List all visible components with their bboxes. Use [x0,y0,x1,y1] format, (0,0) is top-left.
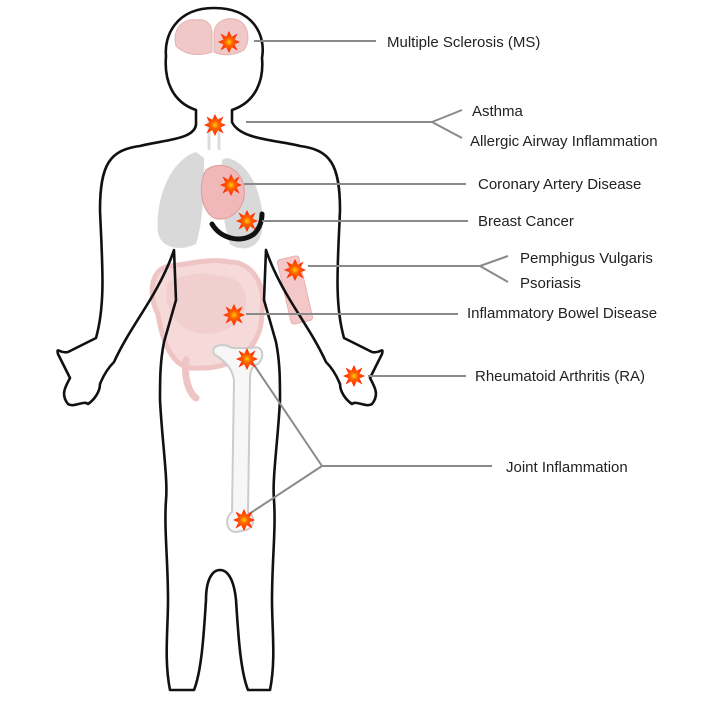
marker-breast [236,210,258,232]
label-psoriasis: Psoriasis [520,275,581,292]
brain-icon [175,19,248,55]
label-joint-inflammation: Joint Inflammation [506,459,628,476]
leader-psoriasis-branch [480,266,508,282]
label-multiple-sclerosis: Multiple Sclerosis (MS) [387,34,540,51]
labels: Multiple Sclerosis (MS) Asthma Allergic … [387,34,658,476]
label-allergic-airway-inflammation: Allergic Airway Inflammation [470,133,658,150]
femur-bone-icon [213,345,262,532]
leader-pemphigus-branch [480,256,508,266]
marker-intestine [223,304,245,326]
label-inflammatory-bowel-disease: Inflammatory Bowel Disease [467,305,657,322]
label-rheumatoid-arthritis: Rheumatoid Arthritis (RA) [475,368,645,385]
label-coronary-artery-disease: Coronary Artery Disease [478,176,641,193]
marker-airway [204,114,226,136]
leader-joint-hip [252,362,322,466]
label-pemphigus-vulgaris: Pemphigus Vulgaris [520,250,653,267]
marker-hand [343,365,365,387]
label-breast-cancer: Breast Cancer [478,213,574,230]
leader-joint-knee [246,466,322,516]
marker-hip-joint [236,348,258,370]
label-asthma: Asthma [472,103,524,120]
marker-heart [220,174,242,196]
marker-brain [218,31,240,53]
marker-knee-joint [233,509,255,531]
leader-allergic-branch [432,122,462,138]
leader-asthma-branch [432,110,462,122]
marker-skin [284,259,306,281]
